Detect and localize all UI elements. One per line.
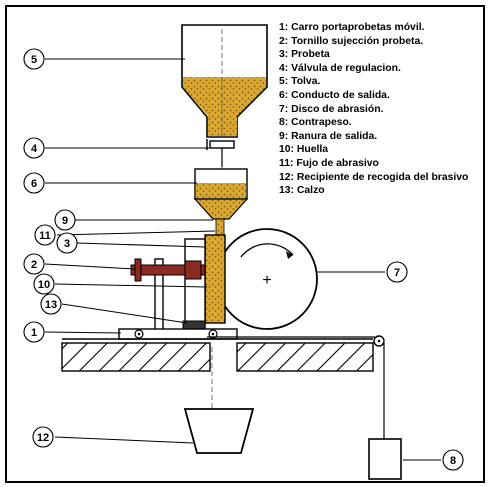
callout-8: 8 [450,455,456,467]
callout-13: 13 [45,299,57,311]
bench [61,342,374,427]
callout-4: 4 [31,143,38,155]
legend-item: 6: Conducto de salida. [279,89,390,101]
legend-item: 3: Probeta [279,49,330,61]
legend-item: 11: Fujo de abrasivo [279,157,379,169]
legend-item: 10: Huella [279,144,329,156]
callout-5: 5 [31,54,37,66]
legend: 1: Carro portaprobetas móvil. 2: Tornill… [279,21,468,198]
legend-item: 2: Tornillo sujección probeta. [279,35,424,47]
callout-3-circle [56,232,78,254]
specimen [204,234,226,324]
callout-13-circle [40,293,62,315]
callout-circles [23,48,464,471]
clamping-screw [130,258,206,282]
callout-11-circle [34,224,56,246]
legend-item: 4: Válvula de regulacion. [279,62,401,74]
callout-5-circle [23,48,45,70]
collection-container [183,408,255,454]
disc-center-symbol: + [262,272,271,289]
legend-item: 1: Carro portaprobetas móvil. [279,22,425,33]
callout-10-circle [33,273,55,295]
callout-4-circle [23,137,45,159]
shim [182,320,206,330]
apparatus-diagram: + [23,24,464,480]
callout-10: 10 [38,279,50,291]
leader-lines [44,58,441,461]
callout-9: 9 [62,215,68,227]
legend-item: 5: Tolva. [279,76,321,88]
legend-item: 13: Calzo [279,185,325,197]
callout-6-circle [23,172,45,194]
callout-7: 7 [394,267,400,279]
specimen-holder [154,238,206,332]
hopper [181,24,268,229]
callout-11: 11 [39,230,51,242]
counterweight [368,438,402,480]
callout-1: 1 [31,327,37,339]
callout-8-circle [442,449,464,471]
abrasion-disc: + [216,228,318,330]
diagram-frame: 1: Carro portaprobetas móvil. 2: Tornill… [5,5,485,483]
callout-7-circle [386,261,408,283]
callout-6: 6 [31,178,37,190]
legend-item: 7: Disco de abrasión. [279,103,384,115]
legend-item: 9: Ranura de salida. [279,130,378,142]
callout-2-circle [23,253,45,275]
callout-3: 3 [64,238,70,250]
callout-12-circle [32,426,54,448]
callout-2: 2 [31,259,37,271]
callout-1-circle [23,321,45,343]
legend-item: 8: Contrapeso. [279,117,352,129]
rail-and-pulley [62,335,385,439]
callout-12: 12 [37,432,49,444]
callout-9-circle [54,209,76,231]
legend-item: 12: Recipiente de recogida del brasivo [279,171,469,183]
valve [206,139,235,167]
outlet-conduit [193,168,249,220]
